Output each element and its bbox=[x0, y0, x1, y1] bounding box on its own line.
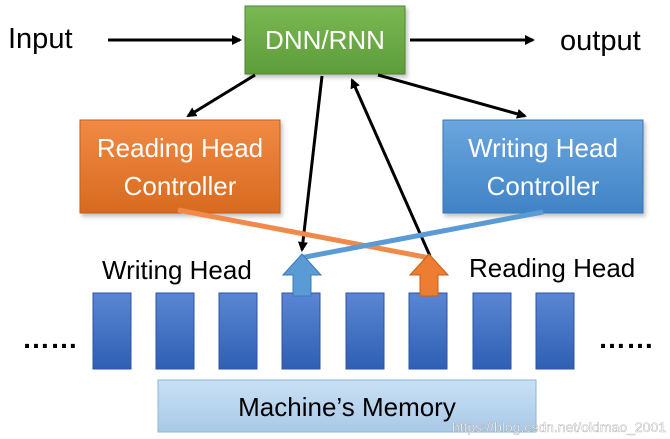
memory-cell bbox=[218, 292, 258, 370]
writing-head-pointer-icon bbox=[281, 253, 323, 297]
reading-head-to-dnn-arrow bbox=[350, 78, 432, 257]
writing-control-line bbox=[299, 209, 544, 261]
dnn-to-reading-arrow bbox=[186, 73, 256, 118]
reading-head-controller-box bbox=[79, 119, 281, 214]
right-ellipsis: …… bbox=[598, 323, 654, 354]
memory-cell bbox=[281, 292, 321, 370]
machine-memory-label: Machine’s Memory bbox=[238, 392, 456, 422]
memory-cell bbox=[345, 292, 385, 370]
reading-controller-line2: Controller bbox=[124, 171, 237, 201]
dnn-rnn-label: DNN/RNN bbox=[265, 25, 385, 55]
left-ellipsis: …… bbox=[22, 323, 78, 354]
memory-cells bbox=[92, 292, 575, 370]
output-label: output bbox=[560, 25, 641, 57]
reading-head-pointer-icon bbox=[408, 253, 450, 297]
dnn-rnn-box bbox=[244, 5, 406, 75]
dnn-to-writing-arrow bbox=[377, 73, 527, 119]
memory-cell bbox=[535, 292, 575, 370]
writing-head-label: Writing Head bbox=[102, 255, 252, 285]
memory-cell bbox=[408, 292, 448, 370]
reading-controller-line1: Reading Head bbox=[97, 133, 263, 163]
writing-controller-line2: Controller bbox=[487, 171, 600, 201]
memory-cell bbox=[155, 292, 195, 370]
input-label: Input bbox=[8, 23, 73, 55]
memory-cell bbox=[92, 292, 132, 370]
dnn-to-writing-head-arrow bbox=[297, 75, 324, 252]
reading-head-label: Reading Head bbox=[469, 253, 635, 283]
watermark-text: https://blog.csdn.net/oldmao_2001 bbox=[452, 419, 666, 435]
reading-control-line bbox=[177, 207, 431, 261]
memory-cell bbox=[472, 292, 512, 370]
machine-memory-box bbox=[157, 379, 537, 433]
writing-head-controller-box bbox=[442, 119, 644, 214]
writing-controller-line1: Writing Head bbox=[468, 133, 618, 163]
